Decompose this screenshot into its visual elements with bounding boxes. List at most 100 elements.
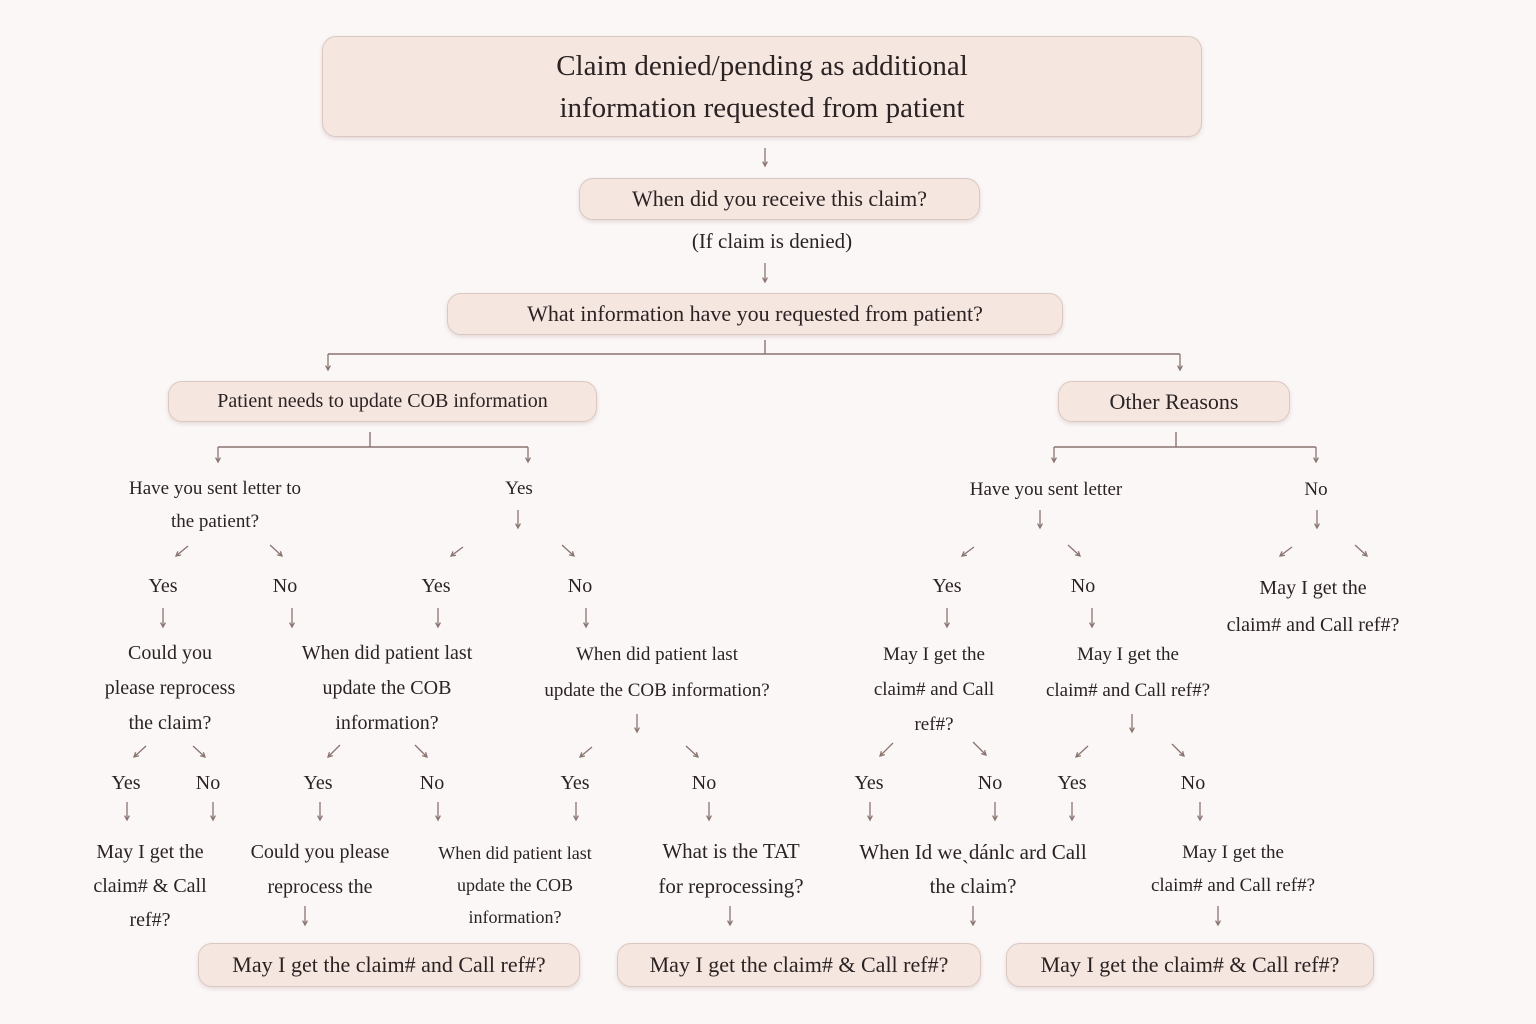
node-text: Could you please (250, 841, 390, 863)
arrow-icon (215, 447, 221, 464)
node-text: ref#? (914, 714, 954, 735)
box-text: When did you receive this claim? (631, 186, 928, 211)
box-text: Patient needs to update COB information (217, 390, 548, 412)
box-text: Claim denied/pending as additional (556, 49, 968, 82)
arrow-icon (174, 545, 189, 557)
arrow-icon (685, 745, 699, 758)
node-text: claim# and Call ref#? (1226, 614, 1400, 636)
node-text: Yes (303, 772, 333, 794)
arrow-icon (1089, 608, 1095, 629)
node-text: Yes (1057, 772, 1087, 794)
final-box-2: May I get the claim# & Call ref#? (617, 943, 981, 987)
arrow-icon (325, 354, 331, 372)
node-text: May I get the (883, 644, 985, 665)
node-text: information? (335, 712, 439, 734)
arrow-icon (1278, 546, 1293, 557)
node-text: No (567, 575, 593, 597)
box-text: May I get the claim# and Call ref#? (232, 952, 546, 977)
box-text: May I get the claim# & Call ref#? (649, 952, 949, 977)
node-text: the claim? (929, 874, 1017, 898)
arrow-icon (515, 510, 521, 530)
node-text: information? (468, 907, 562, 927)
arrow-icon (992, 802, 998, 822)
answer-yes: Yes (932, 570, 961, 603)
arrow-icon (1069, 802, 1075, 822)
question-node: (If claim is denied) (692, 226, 852, 256)
arrow-icon (972, 741, 987, 756)
answer-no: No (273, 570, 297, 603)
node-text: ref#? (129, 909, 171, 931)
node-text: Yes (111, 772, 141, 794)
node-text: claim# and Call (873, 679, 995, 700)
node-text: claim# and Call ref#? (1150, 875, 1316, 896)
node-text: Have you sent letter (969, 479, 1123, 500)
arrow-icon (302, 906, 308, 927)
node-text: Yes (560, 772, 590, 794)
arrow-icon (960, 546, 975, 557)
arrow-icon (192, 745, 206, 758)
arrow-icon (867, 802, 873, 822)
node-text: Yes (421, 575, 451, 597)
node-text: please reprocess (104, 677, 236, 699)
question-node: Could you please reprocess the (251, 835, 390, 905)
arrow-icon (1314, 510, 1320, 530)
answer-no: No (1304, 473, 1327, 506)
node-text: No (1304, 479, 1328, 500)
node-text: for reprocessing? (658, 874, 804, 898)
other-reasons-box: Other Reasons (1058, 381, 1290, 422)
question-node: When Id weˏdánlc ard Call the claim? (859, 835, 1086, 903)
answer-yes: Yes (111, 767, 140, 800)
node-text: update the COB information? (544, 680, 770, 701)
arrow-icon (1171, 743, 1185, 757)
question-node: May I get the claim# and Call ref#? (1227, 570, 1400, 644)
arrow-icon (317, 802, 323, 822)
node-text: No (195, 772, 221, 794)
node-text: Have you sent letter to (128, 478, 302, 499)
node-text: When Id weˏdánlc ard Call (859, 840, 1087, 864)
answer-no: No (568, 570, 592, 603)
arrow-icon (327, 744, 341, 758)
node-text: Yes (854, 772, 884, 794)
cob-update-box: Patient needs to update COB information (168, 381, 597, 422)
info-requested-box: What information have you requested from… (447, 293, 1063, 335)
arrow-icon (1037, 510, 1043, 530)
node-text: Yes (505, 478, 533, 499)
box-text: Other Reasons (1109, 388, 1239, 414)
arrow-icon (578, 746, 593, 758)
answer-no: No (978, 767, 1002, 800)
arrow-icon (762, 263, 768, 284)
arrow-icon (944, 608, 950, 629)
node-text: Could you (128, 642, 212, 664)
question-node: May I get the claim# and Call ref#? (874, 637, 994, 742)
arrow-icon (289, 608, 295, 629)
arrow-icon (124, 802, 130, 822)
final-box-1: May I get the claim# and Call ref#? (198, 943, 580, 987)
answer-no: No (420, 767, 444, 800)
node-text: May I get the (1182, 842, 1284, 863)
node-text: claim# & Call (93, 875, 207, 897)
node-text: No (691, 772, 717, 794)
answer-no: No (1181, 767, 1205, 800)
arrow-icon (1075, 745, 1089, 758)
arrow-icon (1051, 447, 1057, 464)
answer-yes: Yes (303, 767, 332, 800)
answer-yes: Yes (1057, 767, 1086, 800)
node-text: May I get the (96, 841, 204, 863)
arrow-icon (1313, 447, 1319, 464)
arrow-icon (1215, 906, 1221, 927)
node-text: May I get the (1077, 644, 1179, 665)
arrow-icon (1177, 354, 1183, 372)
answer-no: No (196, 767, 220, 800)
node-text: reprocess the (267, 876, 373, 898)
node-text: May I get the (1259, 577, 1367, 599)
arrow-icon (449, 546, 464, 557)
arrow-icon (269, 544, 283, 557)
final-box-3: May I get the claim# & Call ref#? (1006, 943, 1374, 987)
node-text: No (1180, 772, 1206, 794)
arrow-icon (561, 544, 575, 557)
arrow-icon (583, 608, 589, 629)
